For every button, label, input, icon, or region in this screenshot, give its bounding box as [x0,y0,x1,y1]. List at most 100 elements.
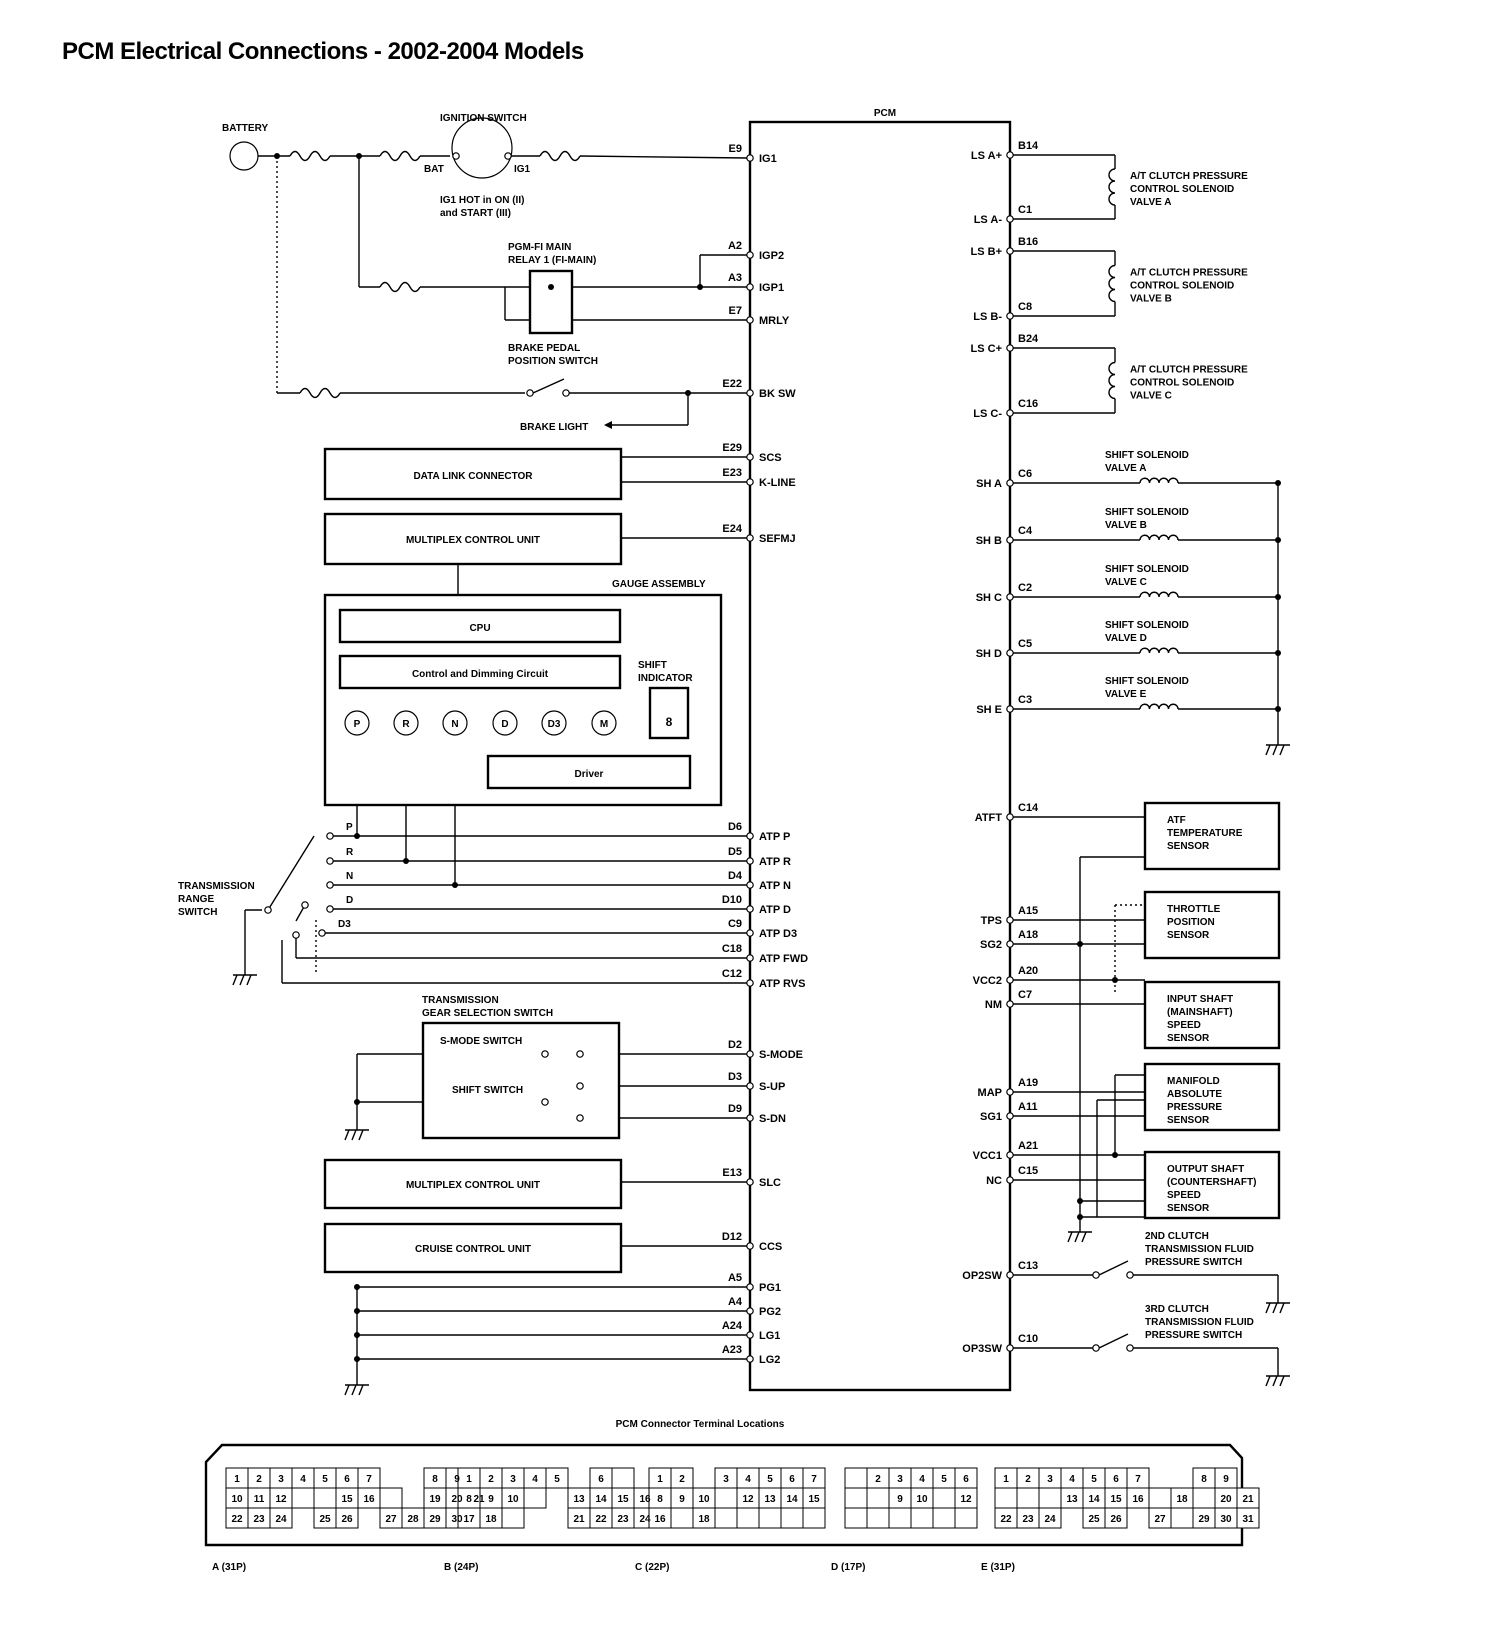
pin-label: IGP1 [759,282,784,294]
pin-id: D9 [728,1103,742,1115]
pcm-terminal-sh-a [1006,479,1014,487]
terminal-number: 3 [897,1474,903,1485]
pcm-terminal-atft [1006,813,1014,821]
pcm-terminal-op3sw [1006,1344,1014,1352]
pcm-terminal-atp-n [746,881,754,889]
terminal-number: 9 [897,1494,903,1505]
pin-label: LS A+ [971,150,1002,162]
sensor-label: ABSOLUTE [1167,1089,1222,1100]
terminal-number: 23 [617,1514,629,1525]
pcm-terminal-igp2 [746,251,754,259]
pin-label: LG2 [759,1354,780,1366]
page-title: PCM Electrical Connections - 2002-2004 M… [62,38,584,65]
shift-indicator-display [648,686,690,740]
terminal-number: 12 [960,1494,972,1505]
pressure-switch-label: TRANSMISSION FLUID [1145,1317,1254,1328]
fuse-icon [299,387,341,399]
shift-solenoid-coil-icon [1139,591,1179,598]
pin-label: SH B [976,535,1002,547]
pressure-solenoid-label: VALVE C [1130,391,1172,402]
ground-stroke [351,1129,357,1141]
control-circuit-label: Control and Dimming Circuit [412,669,549,680]
sensor-label: INPUT SHAFT [1167,994,1233,1005]
pressure-solenoid-label: A/T CLUTCH PRESSURE [1130,171,1248,182]
pin-label: SH C [976,592,1002,604]
cruise-control-unit-label: CRUISE CONTROL UNIT [415,1244,531,1255]
pin-label: OP2SW [962,1270,1002,1282]
pin-label: SLC [759,1177,781,1189]
shift-solenoid-label: SHIFT SOLENOID [1105,564,1189,575]
pin-label: LS A- [974,214,1003,226]
pcm-terminal-ls-b- [1006,247,1014,255]
indicator-lamp-label: D [501,719,508,730]
pin-id: E22 [722,378,742,390]
ignition-switch-icon [451,117,513,179]
terminal-number: 6 [789,1474,795,1485]
terminal-number: 22 [595,1514,607,1525]
ig1-note: IG1 HOT in ON (II) [440,195,524,206]
terminal-cell [379,1487,403,1509]
terminal-number: 29 [429,1514,441,1525]
terminal-number: 10 [916,1494,928,1505]
brake-switch-contact [532,378,565,394]
pcm-terminal-atp-d [746,905,754,913]
component-layer [204,117,1281,1547]
ground-stroke [351,1384,357,1396]
pressure-switch-label: PRESSURE SWITCH [1145,1330,1242,1341]
pin-id: A11 [1018,1101,1038,1113]
sensor-label: THROTTLE [1167,904,1221,915]
pcm-terminal-atp-fwd [746,954,754,962]
terminal-number: 10 [698,1494,710,1505]
cpu-box [338,608,622,644]
pin-label: SH D [976,648,1002,660]
pcm-terminal-slc [746,1178,754,1186]
terminal-cell [844,1487,868,1509]
pin-id: E9 [729,143,742,155]
pin-id: C10 [1018,1333,1038,1345]
pcm-terminal-sh-c [1006,593,1014,601]
ground-stroke [1074,1231,1080,1243]
pin-id: C6 [1018,468,1032,480]
connector-label: B (24P) [444,1562,478,1573]
ground-stroke [232,974,238,986]
ground-stroke [1067,1231,1073,1243]
pin-id: C13 [1018,1260,1038,1272]
data-link-connector-box [323,447,623,501]
terminal-number: 1 [657,1474,663,1485]
range-switch-label: RANGE [178,894,214,905]
driver-label: Driver [575,769,604,780]
terminal-cell [866,1507,890,1529]
shift-solenoid-coil-icon [1139,534,1179,541]
pin-id: C7 [1018,989,1032,1001]
pcm-terminal-atp-rvs [746,979,754,987]
junction-dot [1112,977,1118,983]
terminal-cell [802,1507,826,1529]
pcm-terminal-scs [746,453,754,461]
indicator-lamp-icon [393,710,419,736]
indicator-lamp-label: P [354,719,361,730]
shift-solenoid-label: SHIFT SOLENOID [1105,450,1189,461]
pin-label: LG1 [759,1330,780,1342]
multiplex-unit-label: MULTIPLEX CONTROL UNIT [406,1180,540,1191]
terminal-number: 19 [429,1494,441,1505]
junction-dot [1077,1198,1083,1204]
terminal-cell [1038,1487,1062,1509]
terminal-number: 30 [1220,1514,1232,1525]
shift-solenoid-label: VALVE A [1105,463,1146,474]
range-switch-label: SWITCH [178,907,217,918]
terminal-number: 7 [811,1474,817,1485]
terminal-number: 1 [234,1474,240,1485]
terminal-cell [932,1487,956,1509]
shift-switch-terminal [541,1098,549,1106]
ground-stroke [246,974,252,986]
terminal-number: 21 [473,1494,485,1505]
terminal-number: 29 [1198,1514,1210,1525]
terminal-cell [866,1487,890,1509]
pcm-terminal-atp-d3 [746,929,754,937]
terminal-number: 3 [510,1474,516,1485]
pin-id: E24 [722,523,742,535]
shift-solenoid-coil-icon [1139,703,1179,710]
pin-id: D5 [728,846,742,858]
shift-solenoid-label: SHIFT SOLENOID [1105,620,1189,631]
